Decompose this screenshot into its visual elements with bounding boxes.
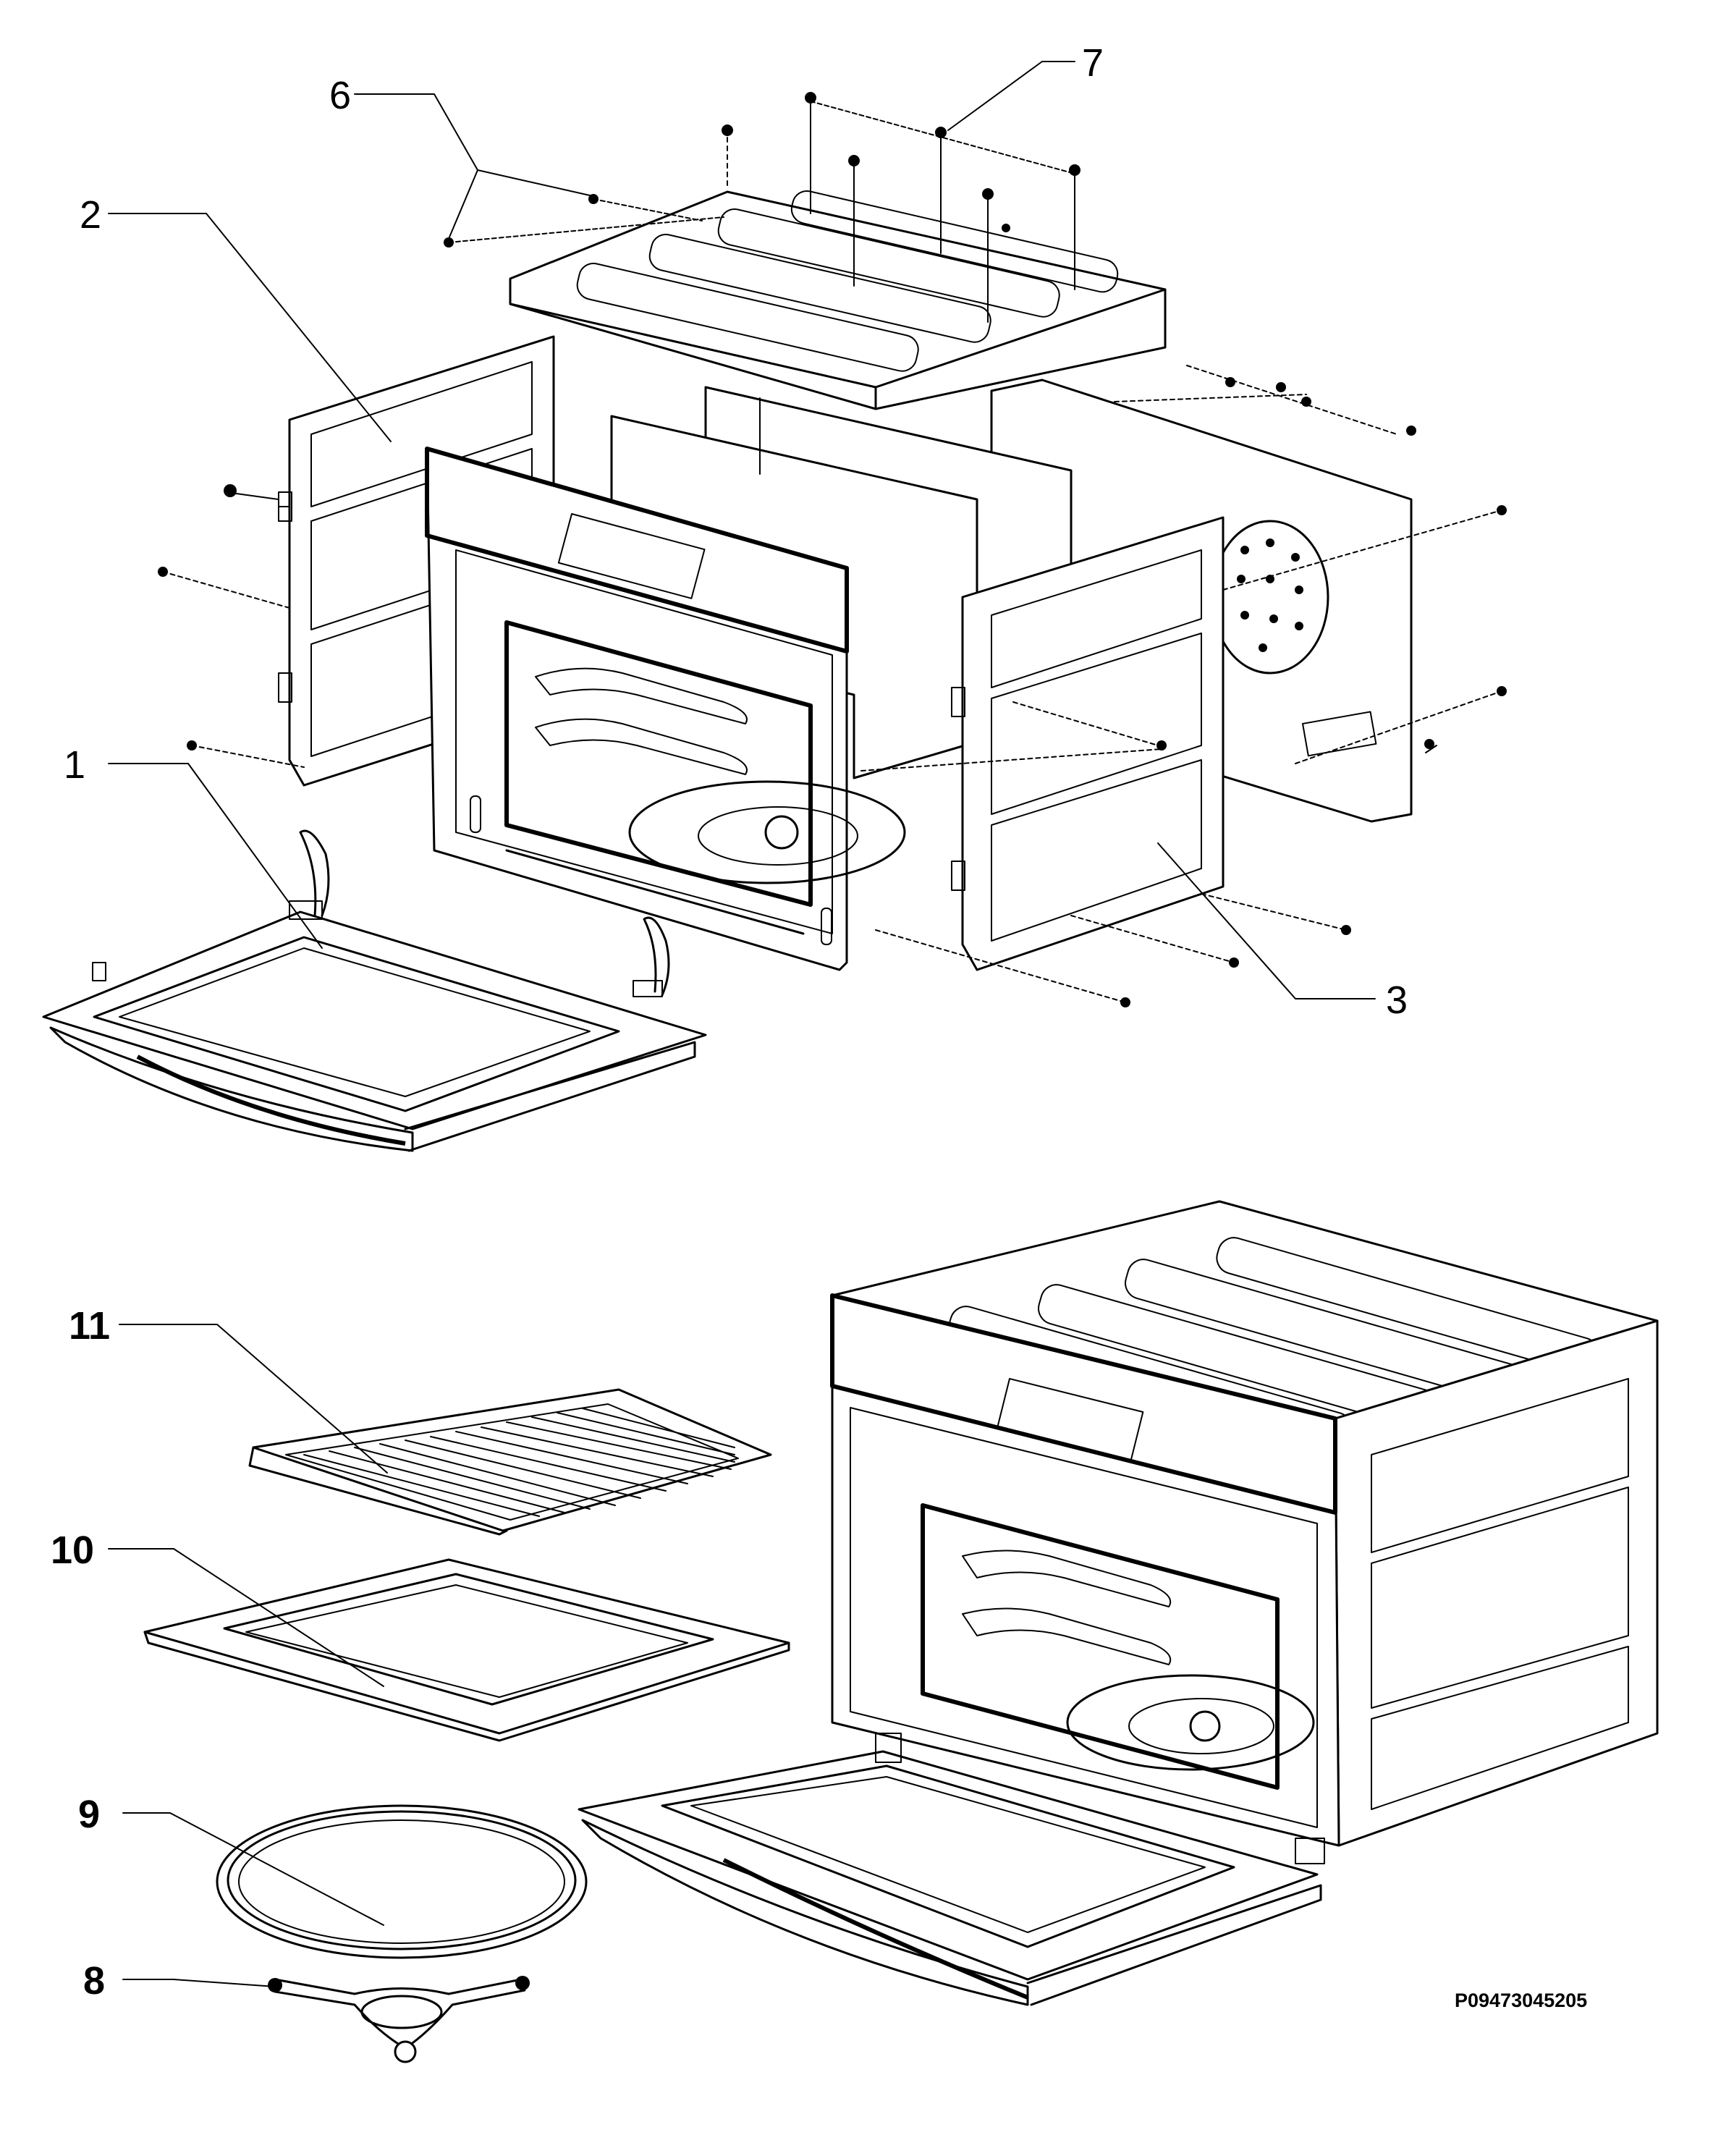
top-screws <box>444 92 1080 323</box>
part-code: P09473045205 <box>1455 1990 1587 2011</box>
rear-panel-screws <box>1114 365 1507 764</box>
assembled-oven <box>578 1200 1659 2006</box>
callout-10: 10 <box>51 1529 94 1572</box>
baking-tray <box>143 1558 790 1742</box>
top-cover-panel <box>509 190 1167 410</box>
door-assembly <box>42 829 707 1152</box>
rack-wires <box>303 1408 735 1517</box>
left-side-screws <box>158 484 305 768</box>
right-side-screws <box>860 701 1351 1007</box>
grill-rack <box>248 1388 772 1536</box>
callout-8: 8 <box>83 1959 105 2003</box>
callout-9: 9 <box>78 1793 100 1836</box>
callout-2: 2 <box>80 193 101 237</box>
glass-turntable <box>216 1804 588 1959</box>
callout-3: 3 <box>1386 978 1408 1022</box>
callout-7: 7 <box>1082 41 1104 85</box>
callout-11: 11 <box>69 1304 110 1348</box>
front-frame <box>425 447 906 971</box>
right-side-panel <box>951 516 1225 971</box>
callout-6: 6 <box>329 74 351 117</box>
leader-lines <box>108 61 1376 1987</box>
roller-support <box>268 1976 530 2063</box>
callout-1: 1 <box>64 743 85 787</box>
callout-labels: 1 2 3 6 7 8 9 10 11 P09473045205 <box>51 41 1587 2011</box>
